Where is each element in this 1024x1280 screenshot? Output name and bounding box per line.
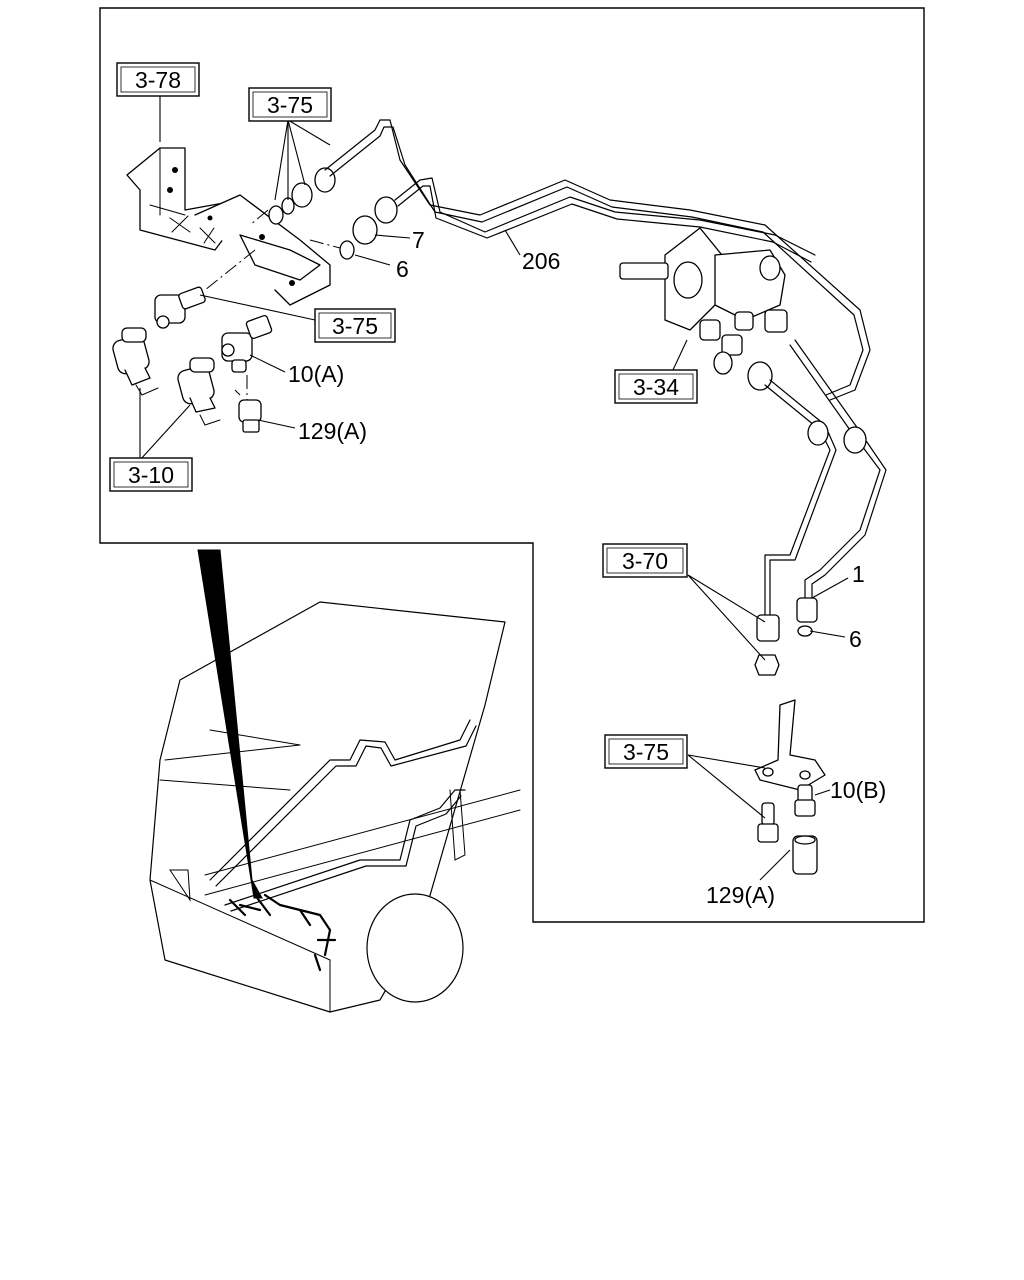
ref-label-3-75-mid: 3-75 <box>332 313 378 339</box>
part-label-10b: 10(B) <box>830 777 886 803</box>
part-label-6-right: 6 <box>849 626 862 652</box>
connector-10a <box>221 314 273 373</box>
nipple-fitting <box>757 802 779 843</box>
part-label-1: 1 <box>852 561 865 587</box>
ref-box-3-75-bottom[interactable]: 3-75 <box>604 734 688 769</box>
part-label-129a-top: 129(A) <box>298 418 367 444</box>
mounting-bracket <box>126 147 331 306</box>
part-label-10a: 10(A) <box>288 361 344 387</box>
part-label-6-top: 6 <box>396 256 409 282</box>
leader-lines <box>139 95 849 881</box>
proportioning-valve <box>619 227 788 391</box>
ref-label-3-34: 3-34 <box>633 374 679 400</box>
vehicle-overview <box>149 549 521 1013</box>
ref-label-3-75-bottom: 3-75 <box>623 739 669 765</box>
brake-pipe-206 <box>324 119 871 401</box>
pressure-switch <box>177 357 221 426</box>
ref-label-3-78: 3-78 <box>135 67 181 93</box>
lower-brake-pipes <box>754 339 887 676</box>
part-label-129a-bottom: 129(A) <box>706 882 775 908</box>
detail-frame <box>99 7 925 923</box>
phantom-line <box>234 375 248 400</box>
phantom-line <box>204 209 341 291</box>
ref-label-3-70: 3-70 <box>622 548 668 574</box>
lower-bracket <box>754 699 826 791</box>
part-label-206: 206 <box>522 248 560 274</box>
flare-nut-group <box>268 167 398 260</box>
connector-10b <box>794 784 816 817</box>
pressure-switch <box>112 327 159 396</box>
fitting-129a-top <box>238 399 262 433</box>
t-connector <box>154 286 206 329</box>
ref-box-3-75-top[interactable]: 3-75 <box>248 87 332 122</box>
ref-box-3-70[interactable]: 3-70 <box>602 543 688 578</box>
part-label-7: 7 <box>412 227 425 253</box>
ref-label-3-10: 3-10 <box>128 462 174 488</box>
ref-box-3-34[interactable]: 3-34 <box>614 369 698 404</box>
ref-box-3-10[interactable]: 3-10 <box>109 457 193 492</box>
ref-box-3-78[interactable]: 3-78 <box>116 62 200 97</box>
ref-label-3-75-top: 3-75 <box>267 92 313 118</box>
ref-box-3-75-mid[interactable]: 3-75 <box>314 308 396 343</box>
fitting-129a-bottom <box>792 835 818 875</box>
